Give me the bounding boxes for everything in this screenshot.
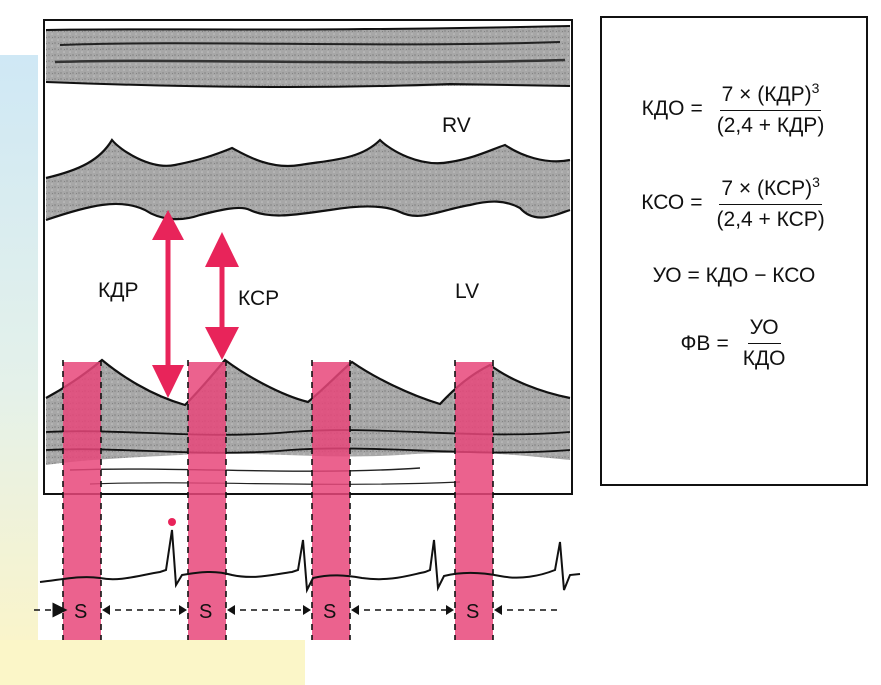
systole-band	[63, 362, 101, 640]
label-kdr: КДР	[98, 279, 138, 302]
formula-esv-fraction: 7 × (КСР)3 (2,4 + КСР)	[715, 174, 827, 232]
interval-arrowheads	[54, 605, 502, 615]
systole-label: S	[74, 601, 87, 623]
formula-edv-fraction: 7 × (КДР)3 (2,4 + КДР)	[715, 80, 827, 138]
formula-edv-denominator: (2,4 + КДР)	[716, 114, 825, 137]
ecg-trace	[39, 529, 581, 594]
m-mode-echo-diagram: RV LV КДР КСР S S S S	[34, 19, 581, 640]
background-gradient-bottom	[0, 640, 305, 685]
systole-label: S	[323, 601, 336, 623]
anterior-wall-band	[45, 25, 571, 89]
formula-edv-exponent: 3	[811, 80, 820, 96]
formula-ef-lhs: ФВ	[680, 331, 711, 355]
systole-label: S	[199, 601, 212, 623]
label-ksr: КСР	[238, 287, 279, 310]
systole-guide-lines	[62, 360, 494, 640]
formula-esv: КСО = 7 × (КСР)3 (2,4 + КСР)	[602, 174, 866, 232]
formula-sv: УО = КДО − КСО	[602, 264, 866, 288]
formula-esv-denominator: (2,4 + КСР)	[716, 208, 825, 231]
formula-esv-lhs: КСО	[641, 191, 685, 214]
formula-ef-fraction: УО КДО	[741, 316, 788, 371]
ksr-arrow	[205, 232, 239, 360]
formula-esv-exponent: 3	[812, 174, 820, 190]
formula-edv-equals: =	[690, 97, 703, 120]
ecg-marker-dot	[168, 518, 176, 526]
formula-esv-numerator-text: 7 × (КСР)	[721, 177, 813, 200]
label-lv: LV	[455, 280, 479, 303]
label-rv: RV	[442, 114, 471, 137]
systole-label: S	[466, 601, 479, 623]
formula-ef-denominator: КДО	[742, 347, 786, 370]
systole-band	[188, 362, 226, 640]
formula-edv: КДО = 7 × (КДР)3 (2,4 + КДР)	[602, 80, 866, 138]
formula-ef: ФВ = УО КДО	[602, 316, 866, 371]
formula-panel: КДО = 7 × (КДР)3 (2,4 + КДР) КСО = 7 × (…	[600, 16, 868, 486]
formula-edv-lhs: КДО	[641, 97, 685, 120]
systole-band	[312, 362, 350, 640]
septum-band	[45, 138, 571, 222]
systole-bands	[63, 362, 493, 640]
formula-ef-numerator: УО	[747, 316, 781, 344]
formula-esv-numerator: 7 × (КСР)3	[719, 174, 822, 205]
formula-esv-equals: =	[690, 191, 703, 214]
background-gradient-left	[0, 55, 38, 655]
kdr-arrow	[152, 210, 184, 398]
formula-edv-numerator: 7 × (КДР)3	[719, 80, 822, 111]
formula-sv-text: УО = КДО − КСО	[652, 264, 816, 287]
systole-band	[455, 362, 493, 640]
formula-ef-equals: =	[716, 331, 729, 355]
formula-edv-numerator-text: 7 × (КДР)	[721, 83, 812, 106]
